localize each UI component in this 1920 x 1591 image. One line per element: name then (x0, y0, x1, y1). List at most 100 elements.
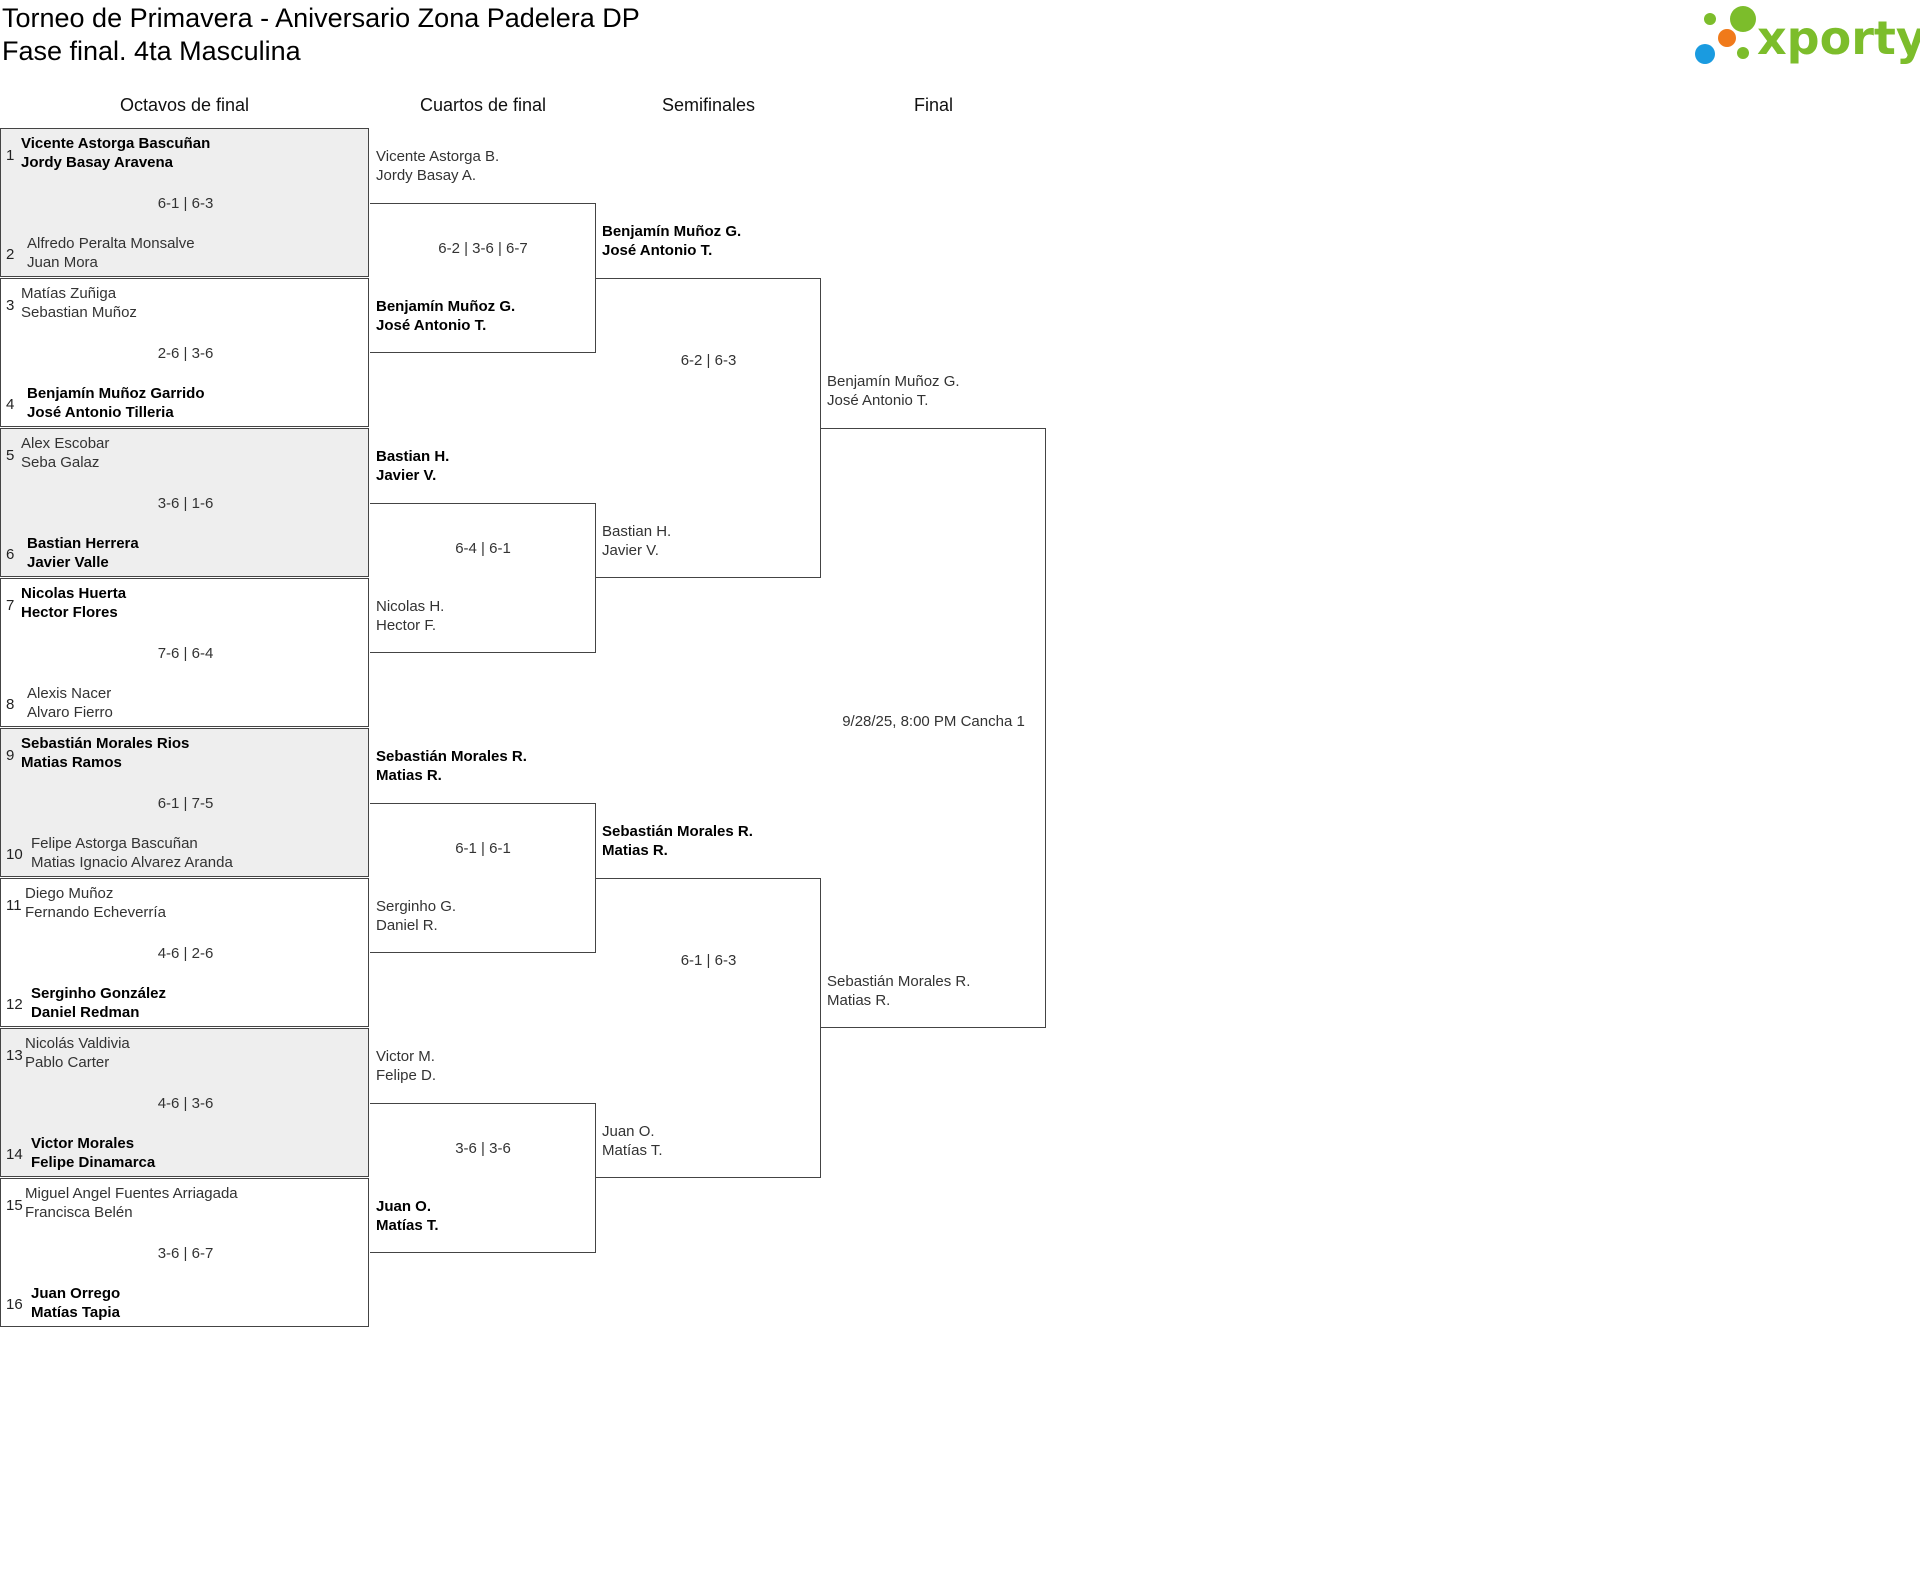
round-header-final: Final (913, 95, 953, 115)
seed-number: 14 (6, 1146, 23, 1163)
player-name: Juan Orrego (31, 1285, 121, 1302)
page-title: Torneo de Primavera - Aniversario Zona P… (2, 3, 640, 33)
player-name: Felipe Dinamarca (31, 1154, 156, 1171)
page-subtitle: Fase final. 4ta Masculina (2, 36, 301, 66)
player-name: Alvaro Fierro (27, 704, 113, 721)
player-name: Benjamín Muñoz Garrido (27, 385, 205, 402)
player-name: Bastian H. (602, 523, 672, 540)
seed-number: 5 (6, 447, 15, 464)
xporty-logo-mark: xporty (1695, 6, 1920, 65)
player-name: José Antonio T. (602, 242, 713, 259)
match-score: 6-1 | 7-5 (157, 795, 214, 812)
player-name: Sebastián Morales R. (602, 823, 753, 840)
seed-number: 12 (6, 996, 23, 1013)
player-name: Bastian Herrera (27, 535, 139, 552)
match-score: 6-4 | 6-1 (455, 540, 511, 557)
player-name: Pablo Carter (25, 1054, 110, 1071)
seed-number: 2 (6, 246, 15, 263)
player-name: Javier Valle (27, 554, 109, 571)
player-name: José Antonio T. (827, 392, 929, 409)
player-name: Benjamín Muñoz G. (376, 298, 516, 315)
match-score: 6-1 | 6-1 (455, 840, 511, 857)
logo-dot-green-large (1730, 6, 1756, 32)
player-name: Matías T. (376, 1217, 439, 1234)
player-name: Vicente Astorga Bascuñan (21, 135, 211, 152)
player-name: Alfredo Peralta Monsalve (27, 235, 195, 252)
player-name: José Antonio T. (376, 317, 487, 334)
player-name: Vicente Astorga B. (376, 148, 500, 165)
team-pair: Victor M. Felipe D. (376, 1047, 436, 1085)
team-pair: Benjamín Muñoz G. José Antonio T. (376, 297, 515, 335)
player-name: Fernando Echeverría (25, 904, 166, 921)
xporty-logo: xporty (1690, 4, 1920, 73)
seed-number: 13 (6, 1047, 23, 1064)
player-name: Hector F. (376, 617, 437, 634)
player-name: Javier V. (376, 467, 437, 484)
player-name: Francisca Belén (25, 1204, 133, 1221)
logo-wordmark: xporty (1757, 11, 1920, 65)
team-pair: Juan O.Matías T. (602, 1122, 663, 1160)
player-name: Matías Tapia (31, 1304, 120, 1321)
player-name: Nicolás Valdivia (25, 1035, 130, 1052)
player-name: Jordy Basay Aravena (21, 154, 174, 171)
team-pair: Juan O. Matías T. (376, 1197, 439, 1235)
player-name: Daniel Redman (31, 1004, 140, 1021)
logo-dot-blue (1695, 44, 1715, 64)
bracket-connector (370, 203, 596, 353)
team-pair: Bastian H.Javier V. (376, 447, 449, 485)
player-name: Serginho G. (376, 898, 457, 915)
seed-number: 6 (6, 546, 15, 563)
match-score: 6-1 | 6-3 (680, 952, 737, 969)
match-score: 3-6 | 6-7 (157, 1245, 214, 1262)
player-name: Sebastián Morales Rios (21, 735, 190, 752)
match-score: 3-6 | 3-6 (455, 1140, 511, 1157)
seed-number: 16 (6, 1296, 23, 1313)
player-name: Victor M. (376, 1048, 435, 1065)
match-score: 4-6 | 2-6 (157, 945, 214, 962)
player-name: Miguel Angel Fuentes Arriagada (25, 1185, 238, 1202)
player-name: Matias Ignacio Alvarez Aranda (31, 854, 233, 871)
team-pair: Serginho G. Daniel R. (376, 897, 456, 935)
match-score: 7-6 | 6-4 (157, 645, 214, 662)
logo-dot-orange (1718, 29, 1736, 47)
team-pair: Benjamín Muñoz G.José Antonio T. (827, 372, 960, 410)
match-score: 2-6 | 3-6 (157, 345, 214, 362)
player-name: Alex Escobar (21, 435, 110, 452)
player-name: Matías Zuñiga (21, 285, 117, 302)
seed-number: 11 (6, 897, 22, 914)
match-schedule: 9/28/25, 8:00 PM Cancha 1 (842, 713, 1025, 730)
player-name: Diego Muñoz (25, 885, 114, 902)
player-name: Juan O. (376, 1198, 432, 1215)
player-name: Daniel R. (376, 917, 438, 934)
player-name: Hector Flores (21, 604, 118, 621)
player-name: Benjamín Muñoz G. (602, 223, 742, 240)
player-name: Sebastian Muñoz (21, 304, 137, 321)
team-pair: Vicente Astorga B.Jordy Basay A. (376, 147, 499, 185)
player-name: Felipe D. (376, 1067, 437, 1084)
seed-number: 15 (6, 1197, 23, 1214)
seed-number: 10 (6, 846, 23, 863)
player-name: Alexis Nacer (27, 685, 112, 702)
seed-number: 9 (6, 747, 15, 764)
logo-dot-green-mini (1737, 47, 1749, 59)
bracket-connector (370, 1103, 596, 1253)
